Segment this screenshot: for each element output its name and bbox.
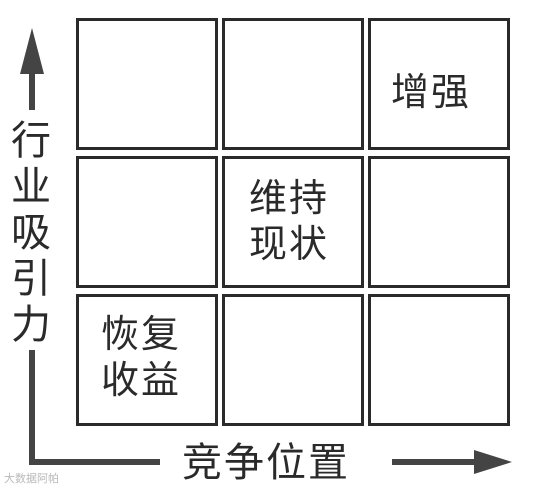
y-axis-title-char: 行 [11, 118, 51, 164]
y-axis-title-char: 引 [11, 256, 51, 302]
y-axis-arrowhead [20, 28, 44, 74]
x-axis-title: 竞争位置 [182, 440, 350, 486]
matrix-cell [368, 294, 510, 426]
matrix-cell [222, 294, 364, 426]
matrix-cell [76, 156, 218, 288]
matrix-cell-label-line: 恢复 [101, 312, 182, 356]
matrix-cell [368, 156, 510, 288]
matrix-cell-label-line: 现状 [249, 222, 330, 266]
matrix-cell: 维持现状 [222, 156, 364, 288]
matrix-cell-label: 增强 [391, 69, 471, 115]
matrix-cell-label-line: 维持 [249, 176, 330, 220]
matrix-cell: 恢复收益 [76, 294, 218, 426]
x-axis-arrowhead [474, 450, 512, 474]
matrix-cell-label: 恢复收益 [101, 311, 181, 403]
matrix-cell [222, 18, 364, 150]
watermark: 大数据阿帕 [4, 472, 59, 485]
matrix-cell-label-line: 增强 [391, 70, 472, 114]
matrix-cell-label: 维持现状 [249, 175, 329, 267]
y-axis-title: 行业吸引力 [8, 118, 54, 348]
y-axis-title-char: 吸 [11, 210, 51, 256]
matrix-cell [76, 18, 218, 150]
matrix-cell: 增强 [368, 18, 510, 150]
y-axis-title-char: 力 [11, 302, 51, 348]
y-axis-title-char: 业 [11, 164, 51, 210]
matrix-cell-label-line: 收益 [101, 358, 182, 402]
